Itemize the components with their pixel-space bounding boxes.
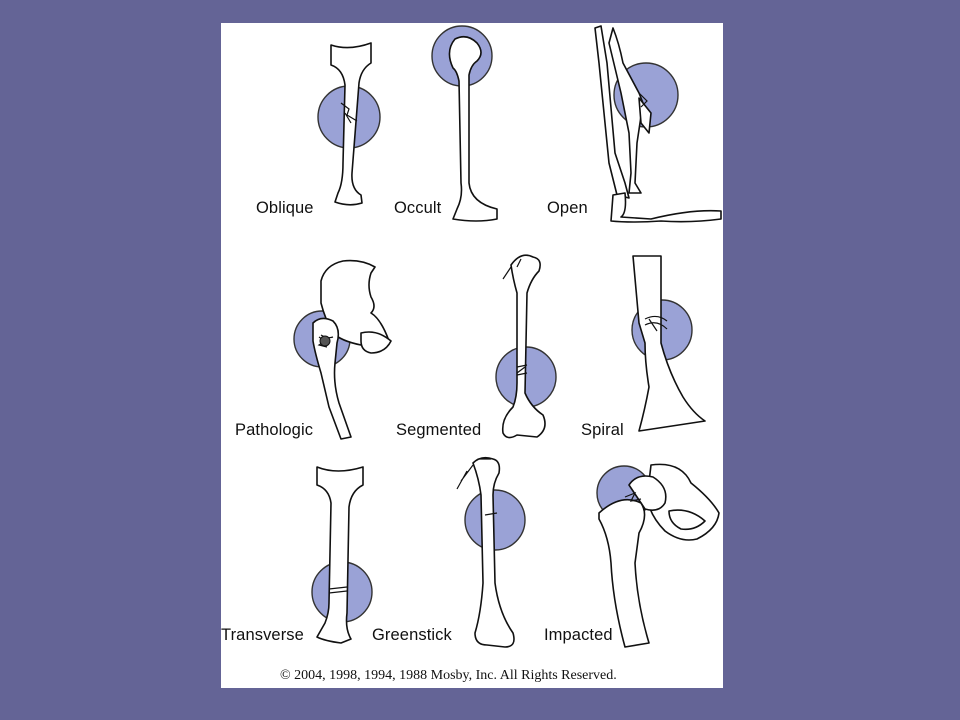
copyright-notice: © 2004, 1998, 1994, 1988 Mosby, Inc. All…: [280, 668, 617, 683]
spiral-fracture-illustration: [631, 255, 706, 432]
impacted-fracture-illustration: [596, 463, 720, 648]
oblique-fracture-illustration: [317, 42, 381, 206]
occult-fracture-illustration: [431, 25, 498, 222]
segmented-fracture-illustration: [495, 254, 557, 439]
open-label: Open: [547, 199, 588, 217]
pathologic-fracture-illustration: [293, 259, 392, 440]
fracture-illustrations: [293, 25, 722, 648]
pathologic-label: Pathologic: [235, 421, 314, 439]
greenstick-highlight-circle: [464, 489, 526, 551]
impacted-label: Impacted: [544, 626, 613, 644]
open-fracture-illustration: [594, 25, 722, 223]
greenstick-fracture-illustration: [456, 456, 526, 648]
transverse-label: Transverse: [221, 626, 304, 644]
figure-panel: Oblique Occult Open Pathologic Segmented…: [221, 23, 723, 688]
transverse-fracture-illustration: [311, 466, 373, 644]
occult-label: Occult: [394, 199, 442, 217]
oblique-label: Oblique: [256, 199, 314, 217]
greenstick-label: Greenstick: [372, 626, 452, 644]
segmented-label: Segmented: [396, 421, 482, 439]
spiral-label: Spiral: [581, 421, 624, 439]
